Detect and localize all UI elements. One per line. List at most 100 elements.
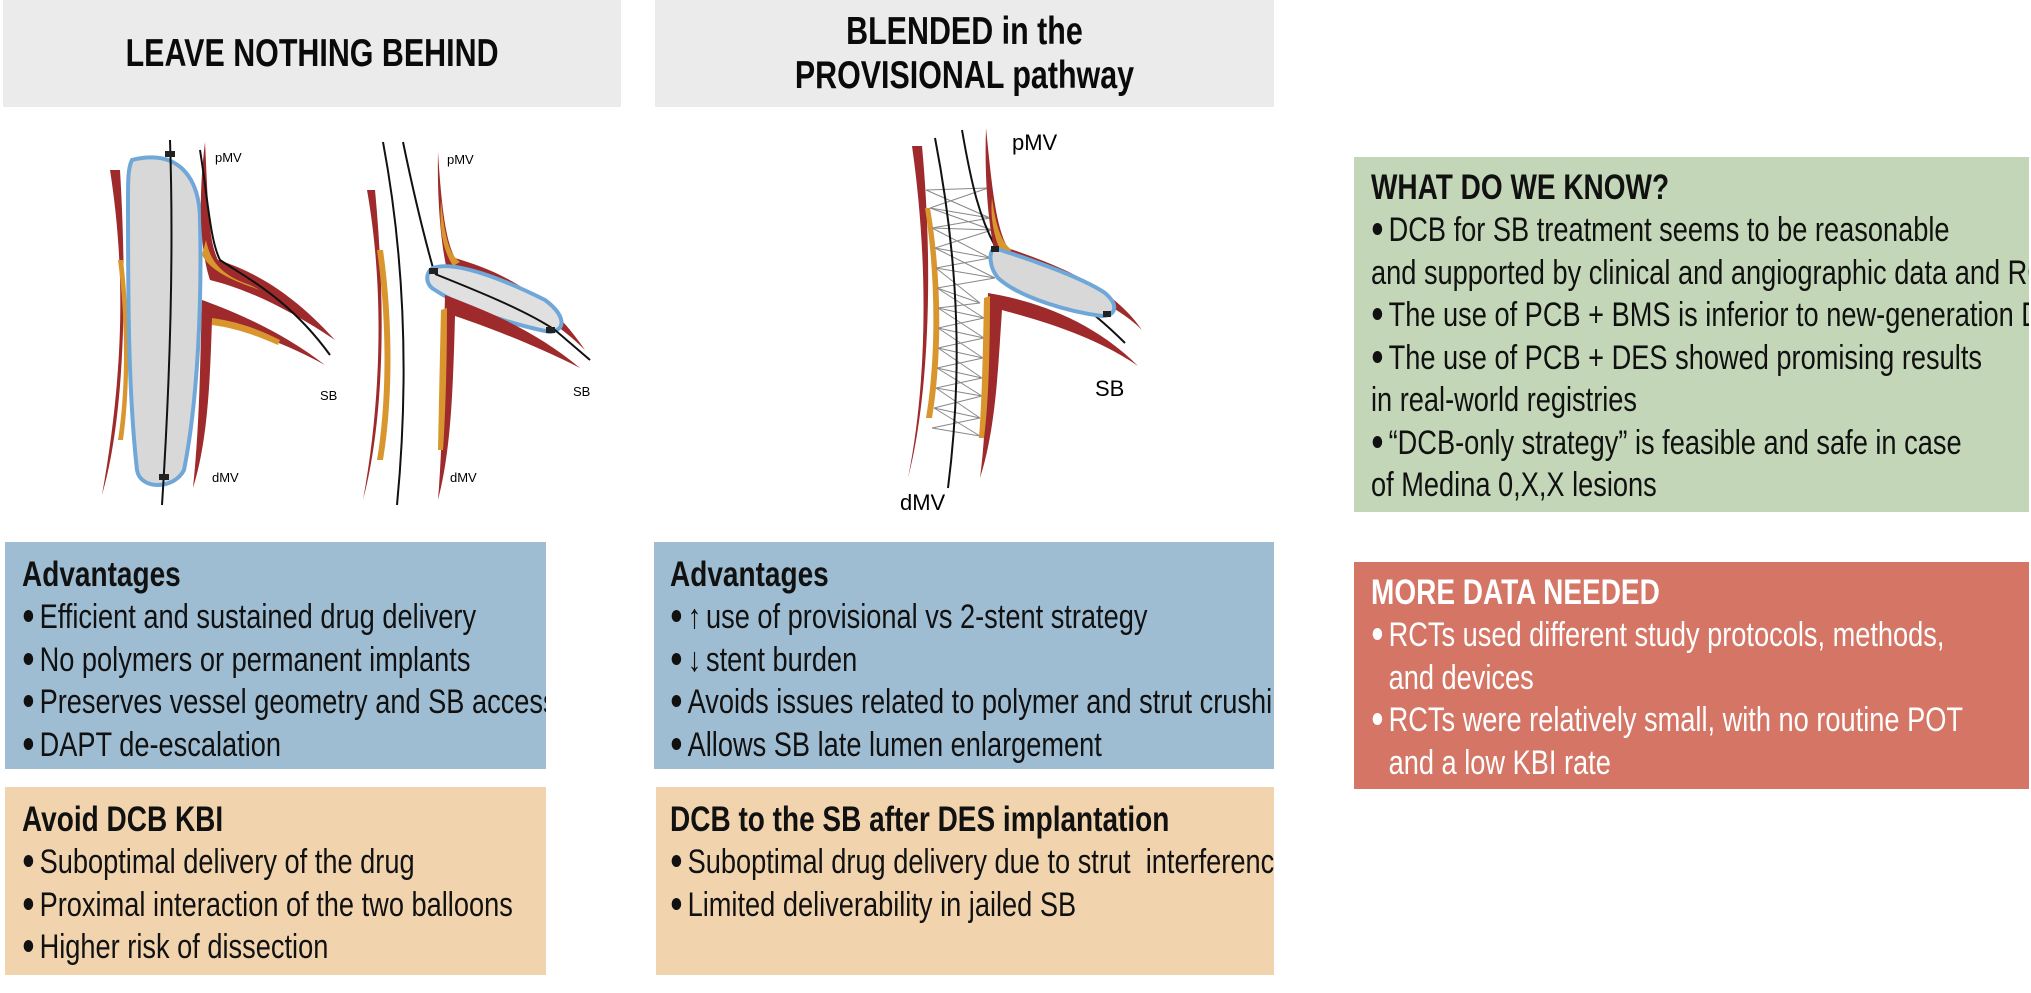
vessel-wall-left [363,190,382,500]
box-heading: Advantages [670,555,829,594]
box-heading: Advantages [22,555,181,594]
list-item-continuation: and devices [1388,658,1534,697]
header-title-line-2: PROVISIONAL pathway [794,53,1135,97]
guidewire-mv-1 [382,141,405,506]
header-title: BLENDED in the PROVISIONAL pathway [795,10,1134,98]
guidewire-mv-2 [402,141,436,276]
vessel-wall-left [908,146,929,478]
header-leave-nothing-behind: LEAVE NOTHING BEHIND [3,0,621,107]
list-item-continuation: and supported by clinical and angiograph… [1371,253,2029,292]
plaque-left [118,260,129,440]
vessel-wall-carina-bottom [193,300,325,488]
bullet-icon [1372,350,1383,363]
guidewire [161,140,173,506]
bullet-icon [1372,713,1383,726]
plaque-carina-top [440,200,460,266]
header-blended-provisional: BLENDED in the PROVISIONAL pathway [655,0,1274,107]
list-item: RCTs used different study protocols, met… [1371,614,2029,657]
panel-sb-balloon: pMV SB dMV [363,141,591,506]
balloon-marker-bottom [1103,311,1111,317]
label-sb: SB [573,384,590,399]
vessel-wall-left [102,170,124,495]
balloon-marker-top [991,246,999,252]
bullet-icon [671,695,682,708]
plaque-left [377,250,391,460]
more-data-needed-box: MORE DATA NEEDED RCTs used different stu… [1354,562,2029,789]
list-item: DCB for SB treatment seems to be reasona… [1371,209,2029,252]
label-dmv: dMV [450,470,477,485]
bullet-icon [23,695,34,708]
vessel-wall-carina-bottom [438,295,580,500]
bullet-icon [23,940,34,953]
vessel-wall-carina-top [437,152,585,350]
header-title: LEAVE NOTHING BEHIND [125,31,499,75]
label-dmv: dMV [212,470,239,485]
plaque-carina-bottom [212,318,280,345]
balloon-marker-bottom [159,474,169,480]
box-heading: WHAT DO WE KNOW? [1371,168,1670,207]
caveats-box-avoid-dcb-kbi: Avoid DCB KBI Suboptimal delivery of the… [5,787,546,975]
bullet-icon [1372,435,1383,448]
balloon [126,155,203,487]
list-item: The use of PCB + BMS is inferior to new-… [1371,294,2029,337]
arrow-down-icon: ↓ [687,640,702,679]
caveats-box-dcb-after-des: DCB to the SB after DES implantation Sub… [656,787,1274,975]
bullet-icon [1372,628,1383,641]
label-dmv: dMV [900,490,946,515]
list-item: Suboptimal drug delivery due to strut in… [670,841,1274,884]
list-item: ↓stent burden [670,639,1274,682]
balloon [988,245,1117,319]
label-pmv: pMV [1012,130,1058,155]
list-item-continuation: and a low KBI rate [1388,743,1611,782]
balloon-marker-top [165,151,175,157]
sb-guidewire [199,149,331,356]
list-item-continuation: of Medina 0,X,X lesions [1371,466,1657,504]
box-heading: Avoid DCB KBI [22,800,224,839]
label-pmv: pMV [215,150,242,165]
bullet-icon [23,652,34,665]
list-item: ↑use of provisional vs 2-stent strategy [670,596,1274,639]
bullet-icon [671,737,682,750]
what-do-we-know-box: WHAT DO WE KNOW? DCB for SB treatment se… [1354,157,2029,512]
list-item: Limited deliverability in jailed SB [670,884,1274,927]
bullet-icon [671,610,682,623]
guidewire-mv [934,137,958,489]
balloon-marker-top [429,268,438,274]
box-heading: DCB to the SB after DES implantation [670,800,1170,839]
list-item: DAPT de-escalation [22,724,546,767]
list-item: RCTs were relatively small, with no rout… [1371,699,2029,742]
arrow-up-icon: ↑ [687,598,702,636]
bullet-icon [23,610,34,623]
advantages-box-leave-nothing-behind: Advantages Efficient and sustained drug … [5,542,546,769]
illustration-provisional-dcb: pMV SB dMV [900,128,1142,515]
bullet-icon [1372,223,1383,236]
list-item: Suboptimal delivery of the drug [22,841,546,884]
box-heading: MORE DATA NEEDED [1371,573,1660,612]
list-item: Proximal interaction of the two balloons [22,884,546,927]
plaque-carina-bottom [438,308,447,450]
list-item: Avoids issues related to polymer and str… [670,681,1274,724]
list-item: Preserves vessel geometry and SB access [22,681,546,724]
illustration-dcb-kbi: pMV SB dMV pMV SB dMV [102,140,591,506]
header-title-line-1: BLENDED in the [846,9,1083,53]
stent-struts [925,187,996,437]
plaque-carina-bottom [979,296,990,438]
list-item: The use of PCB + DES showed promising re… [1371,337,2029,380]
bullet-icon [671,897,682,910]
bullet-icon [671,855,682,868]
list-item: No polymers or permanent implants [22,639,546,682]
plaque-carina-top [202,240,260,290]
vessel-wall-carina-top [200,142,335,340]
list-item: “DCB-only strategy” is feasible and safe… [1371,422,2029,465]
list-item: Higher risk of dissection [22,926,546,969]
list-item: Allows SB late lumen enlargement [670,724,1274,767]
label-sb: SB [320,388,337,403]
plaque-left [925,208,940,418]
list-item: Efficient and sustained drug delivery [22,596,546,639]
bullet-icon [23,855,34,868]
plaque-carina-top [991,198,1012,254]
vessel-wall-carina-bottom [980,293,1138,478]
advantages-box-provisional: Advantages ↑use of provisional vs 2-sten… [654,542,1274,769]
bullet-icon [1372,308,1383,321]
bullet-icon [23,897,34,910]
